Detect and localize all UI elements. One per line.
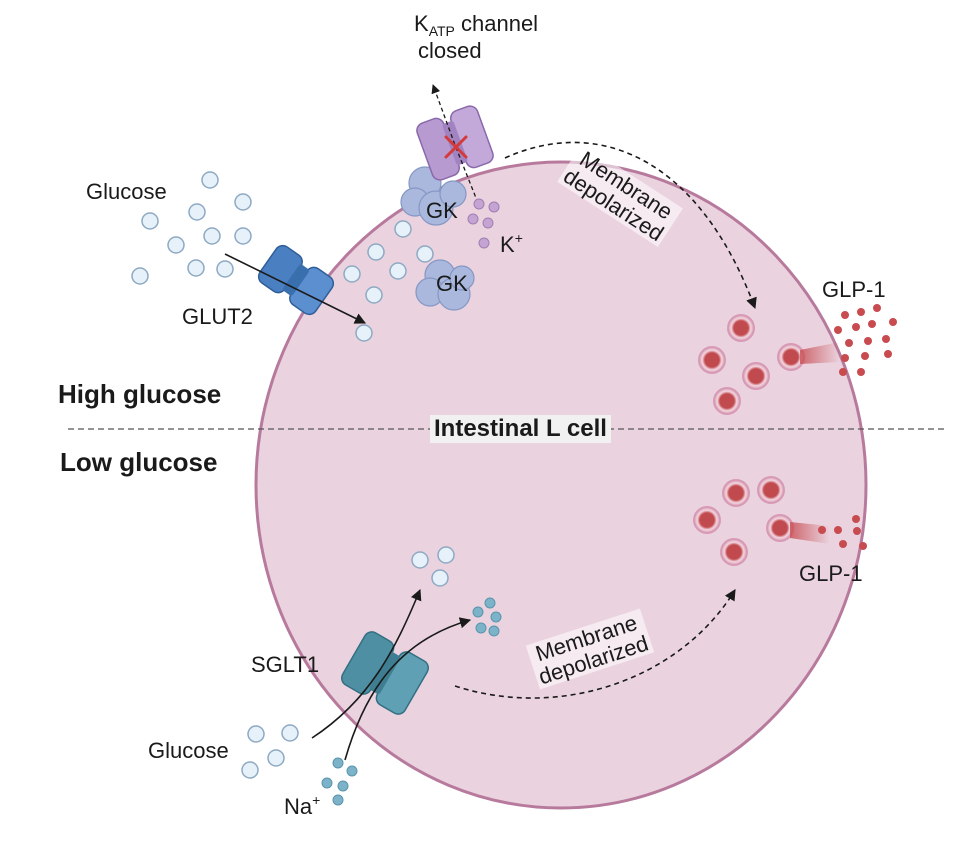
glucose-molecules-inside-top bbox=[343, 220, 434, 342]
high-glucose-label: High glucose bbox=[58, 379, 222, 409]
k-ion-label: K+ bbox=[500, 230, 523, 257]
membrane-depolarized-top-arrow bbox=[504, 141, 757, 310]
glucose-entry-arrow bbox=[224, 253, 367, 324]
glucose-top-label: Glucose bbox=[86, 179, 167, 204]
glut2-transporter-icon bbox=[257, 244, 335, 316]
gk-label-2: GK bbox=[436, 271, 468, 296]
na-ions-inside bbox=[472, 597, 502, 637]
glp1-bottom-label: GLP-1 bbox=[799, 561, 863, 586]
katp-channel-label: KATP channel bbox=[414, 11, 539, 39]
glp1-vesicles-top bbox=[698, 314, 805, 415]
glucose-bottom-label: Glucose bbox=[148, 738, 229, 763]
na-ions-outside bbox=[321, 757, 358, 806]
gk-enzyme-icon-2 bbox=[415, 259, 475, 311]
gk-label-1: GK bbox=[426, 198, 458, 223]
sglt1-transporter-icon bbox=[341, 631, 429, 715]
glucose-molecules-outside-bottom bbox=[241, 724, 299, 779]
k-ions-icon bbox=[467, 198, 500, 249]
glp1-particles-bottom bbox=[818, 515, 867, 550]
blocked-x-icon bbox=[444, 135, 468, 159]
low-glucose-label: Low glucose bbox=[60, 447, 218, 477]
glut2-label: GLUT2 bbox=[182, 304, 253, 329]
glucose-molecules-outside-top bbox=[131, 171, 252, 285]
glp1-release-trail-top bbox=[800, 342, 840, 364]
sglt1-label: SGLT1 bbox=[251, 652, 320, 677]
katp-closed-label: closed bbox=[418, 38, 482, 63]
glucose-sglt1-arrow bbox=[311, 588, 422, 739]
glp1-vesicles-bottom bbox=[693, 476, 794, 566]
intestinal-l-cell-label: Intestinal L cell bbox=[430, 415, 611, 443]
na-ion-label: Na+ bbox=[284, 792, 321, 819]
intestinal-l-cell-body bbox=[254, 160, 868, 810]
na-sglt1-arrow bbox=[344, 617, 472, 761]
glp1-top-label: GLP-1 bbox=[822, 277, 886, 302]
glucose-molecules-inside-bottom bbox=[411, 546, 455, 587]
glp1-particles-top bbox=[834, 304, 897, 376]
